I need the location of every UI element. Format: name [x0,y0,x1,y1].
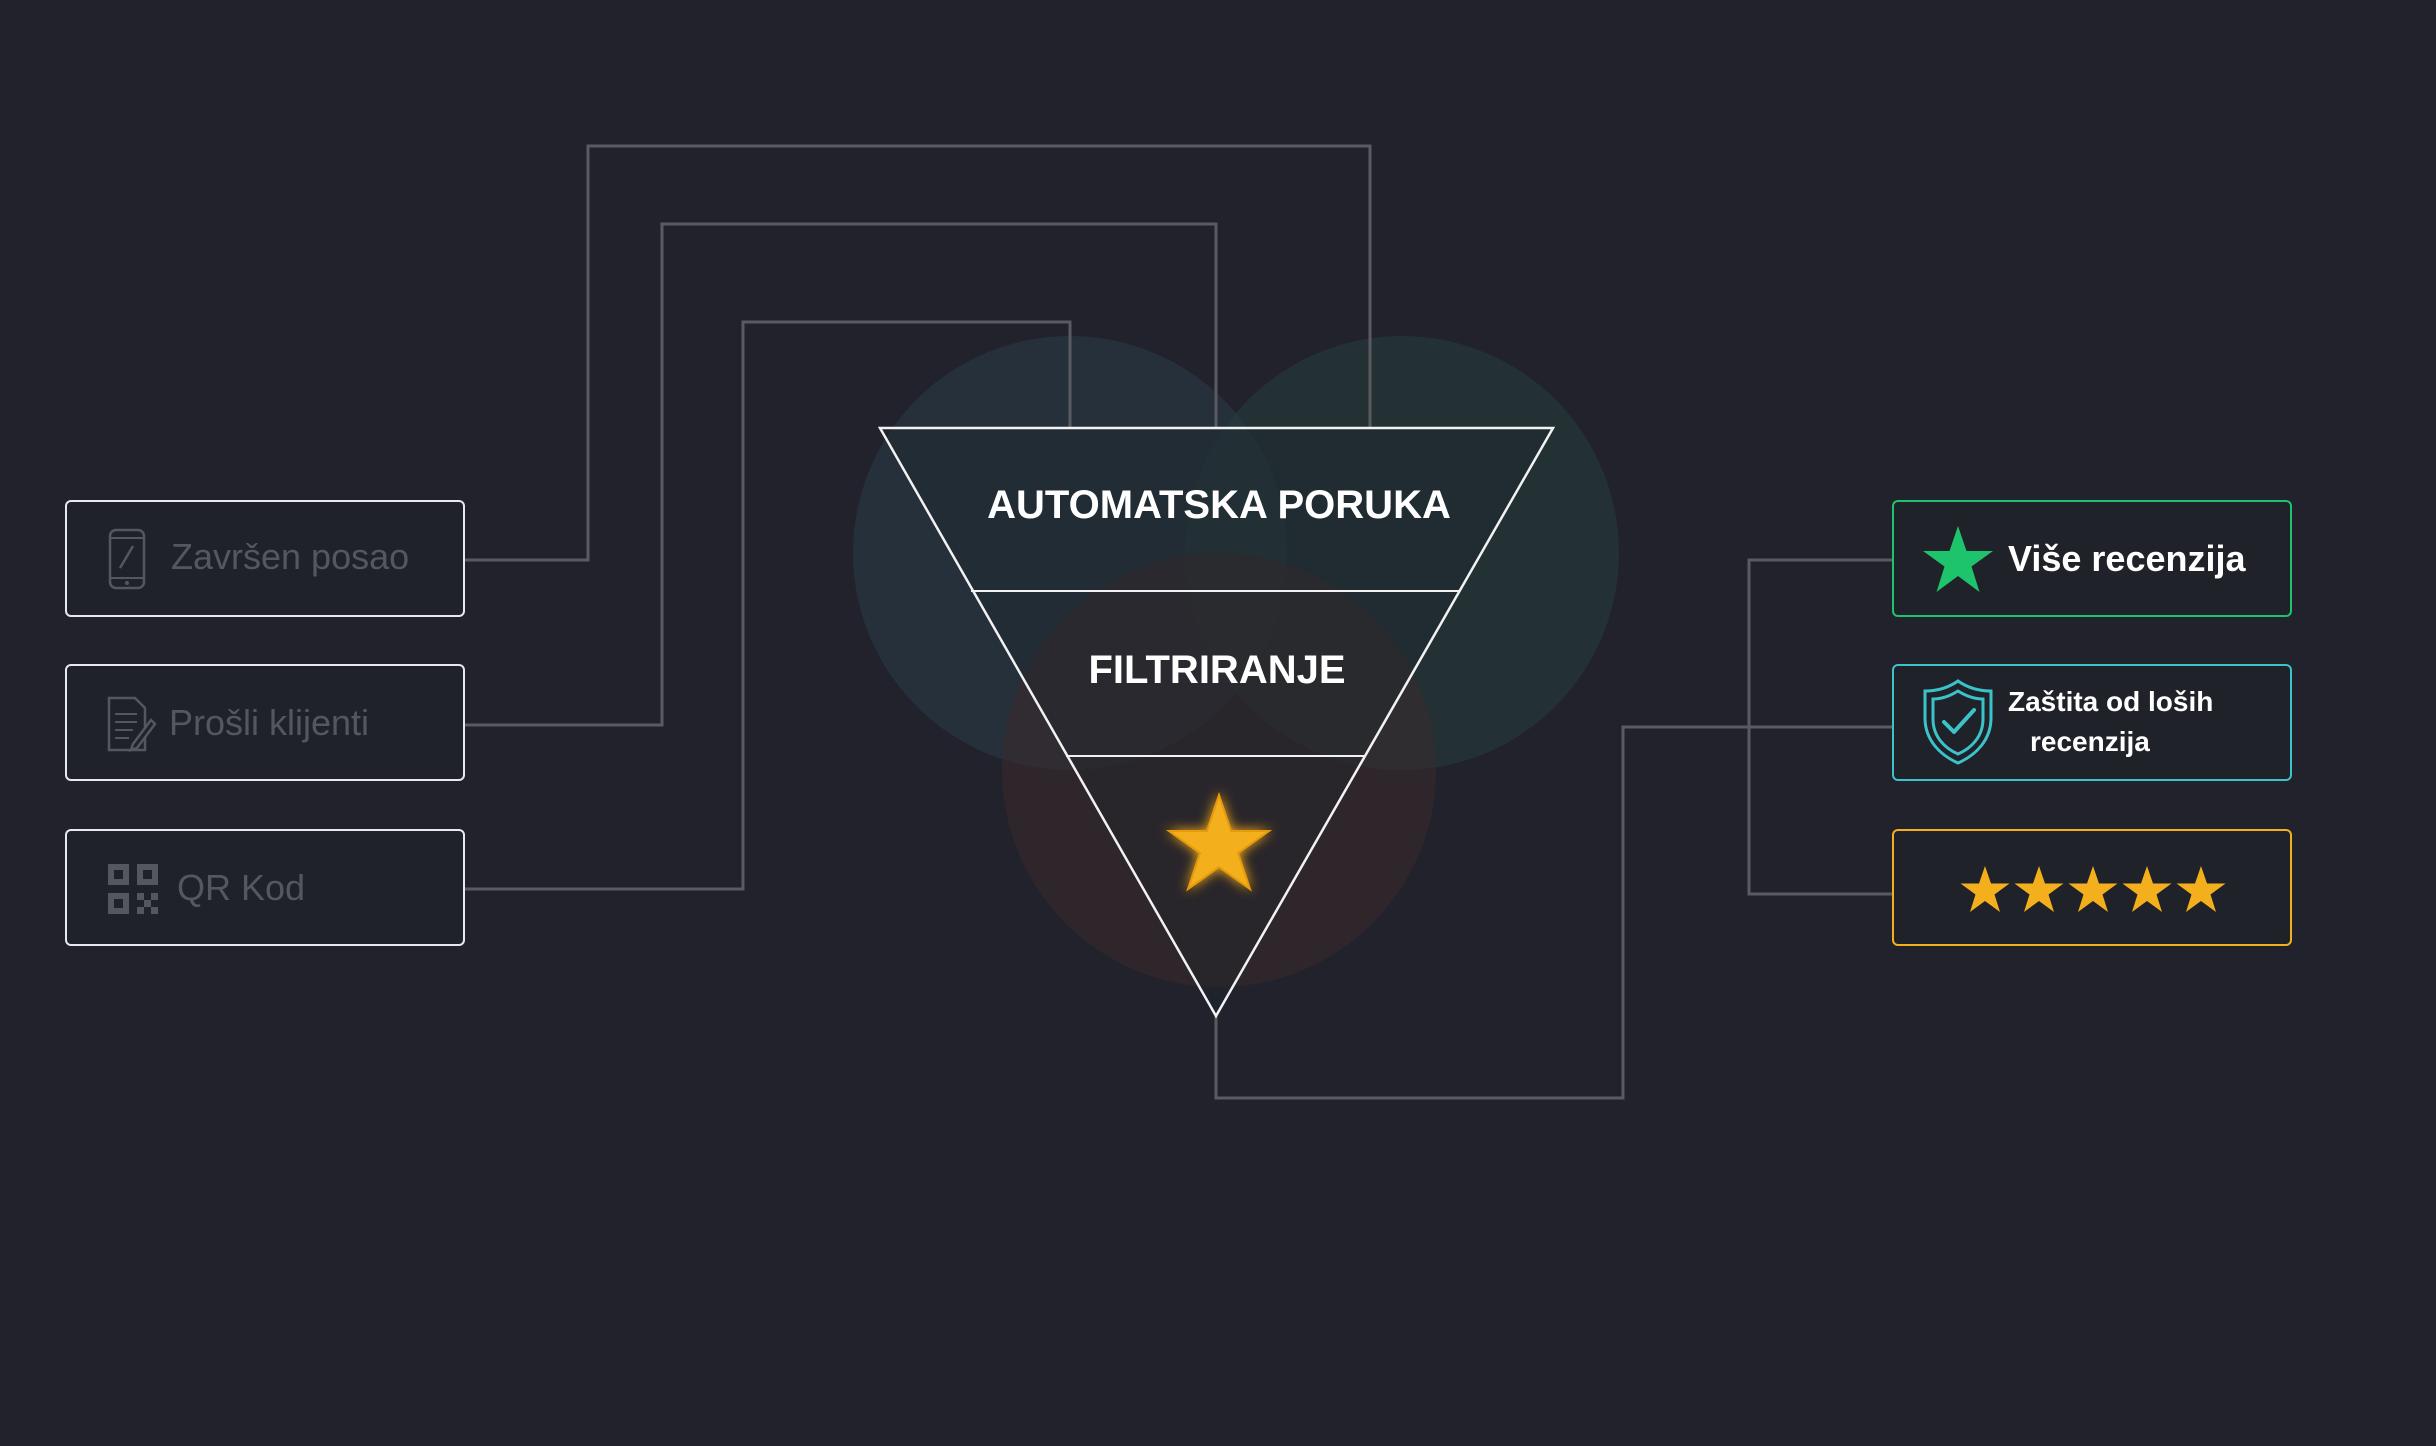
outcome-zastita-od-losih-recenzija[interactable]: Zaštita od loših recenzija [1892,664,2292,781]
source-label: Završen posao [171,536,410,577]
star-icon [1923,526,1993,592]
source-label: QR Kod [177,867,306,908]
source-zavrsen-posao[interactable]: Završen posao [65,500,465,617]
funnel-outline [877,426,1556,1019]
document-edit-icon [107,696,157,752]
wire-funnel-output [1214,725,1892,1100]
funnel-stage-filtering: FILTRIRANJE [1088,648,1346,692]
source-qr-kod[interactable]: QR Kod [65,829,465,946]
source-prosli-klijenti[interactable]: Prošli klijenti [65,664,465,781]
outcome-five-stars[interactable] [1892,829,2292,946]
outcome-label: Više recenzija [2008,538,2246,579]
outcome-label-line-2: recenzija [2030,726,2150,757]
outcome-vise-recenzija[interactable]: Više recenzija [1892,500,2292,617]
funnel-star-icon [1165,791,1273,892]
wire-zavrsen-posao [465,144,1372,562]
wire-outcomes-bus [1747,558,1892,896]
venn-circle-bottom [1002,553,1436,987]
qr-code-icon [108,864,158,914]
wire-qr-kod [465,320,1072,891]
shield-check-icon [1923,679,1993,765]
funnel-stage-automatic-message: AUTOMATSKA PORUKA [987,483,1451,527]
outcome-label-line-1: Zaštita od loših [2008,686,2214,717]
smartphone-icon [108,528,146,590]
wire-prosli-klijenti [465,222,1218,727]
source-label: Prošli klijenti [169,702,370,743]
five-stars-icon [1960,866,2226,912]
